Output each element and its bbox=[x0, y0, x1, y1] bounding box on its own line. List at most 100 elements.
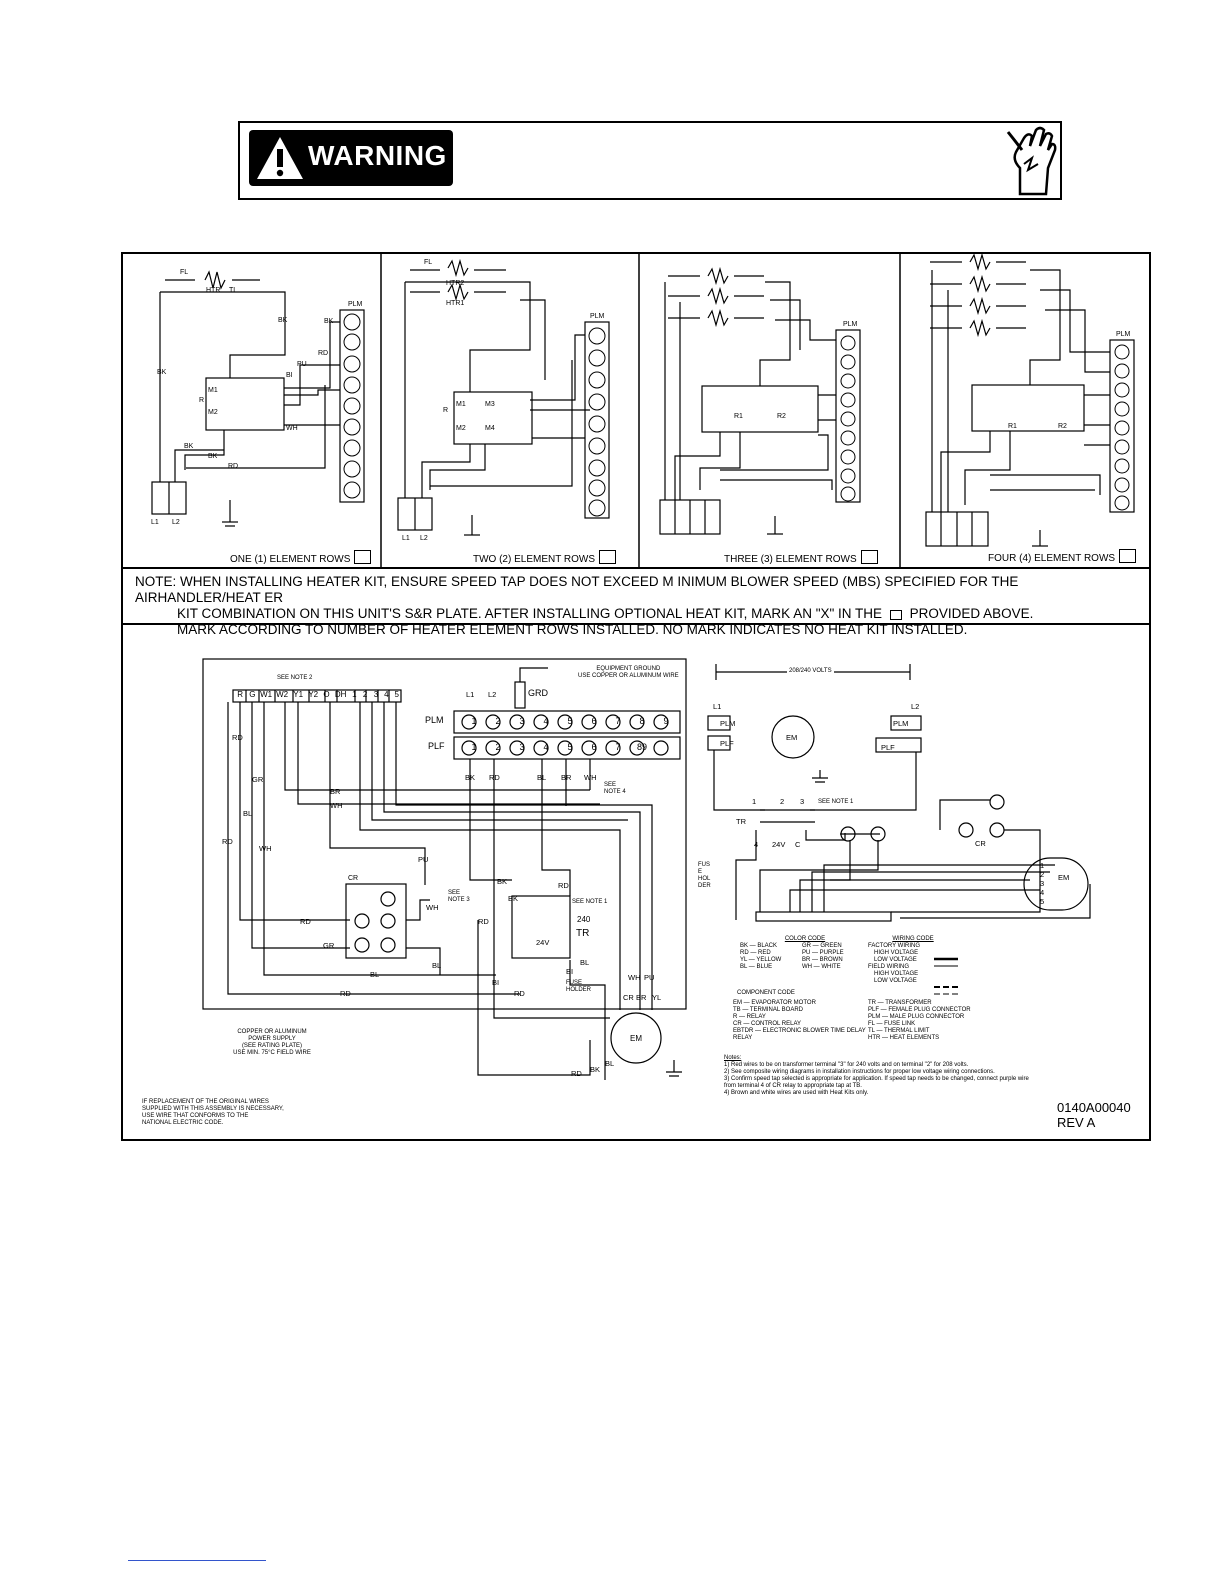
svg-text:4: 4 bbox=[1040, 888, 1044, 897]
plf-num-7: 7 bbox=[615, 742, 621, 752]
svg-text:BL: BL bbox=[432, 961, 441, 970]
equipment-ground-title: EQUIPMENT GROUND bbox=[596, 666, 661, 672]
svg-text:FL: FL bbox=[424, 259, 432, 266]
wiring-code-legend: WIRING CODE FACTORY WIRING HIGH VOLTAGE … bbox=[868, 936, 958, 985]
heater-row-three-checkbox[interactable] bbox=[860, 550, 878, 564]
installation-note: NOTE: WHEN INSTALLING HEATER KIT, ENSURE… bbox=[135, 574, 1145, 638]
wiring-code-item: FIELD WIRING bbox=[868, 964, 910, 970]
svg-text:WH: WH bbox=[628, 973, 641, 982]
component-code-item: TB — TERMINAL BOARD bbox=[733, 1007, 804, 1013]
terminal-1: 1 bbox=[352, 690, 357, 699]
svg-text:L1: L1 bbox=[713, 702, 721, 711]
plm-num-9: 9 bbox=[663, 716, 669, 726]
svg-text:RD: RD bbox=[514, 989, 525, 998]
component-code-col-1: EM — EVAPORATOR MOTOR TB — TERMINAL BOAR… bbox=[733, 1000, 868, 1042]
svg-text:R1: R1 bbox=[734, 413, 743, 420]
plm-circles-lower bbox=[354, 714, 669, 953]
svg-text:BL: BL bbox=[537, 773, 546, 782]
wiring-code-item: HIGH VOLTAGE bbox=[874, 950, 919, 956]
terminal-5: 5 bbox=[394, 690, 399, 699]
component-code-item: EBTDR — ELECTRONIC BLOWER TIME DELAY REL… bbox=[733, 1028, 866, 1041]
svg-text:BK: BK bbox=[208, 453, 218, 460]
plm-label: PLM bbox=[425, 715, 444, 725]
notes-item-2: 2) See composite wiring diagrams in inst… bbox=[724, 1069, 995, 1075]
color-code-item: BR — BROWN bbox=[802, 957, 843, 963]
svg-text:RD: RD bbox=[228, 463, 238, 470]
fuse-holder-schematic-label: FUSE HOLDER bbox=[698, 862, 711, 889]
heater-panel-one bbox=[151, 270, 365, 527]
svg-text:L2: L2 bbox=[172, 519, 180, 526]
svg-text:M3: M3 bbox=[485, 401, 495, 408]
svg-text:HTR: HTR bbox=[206, 287, 220, 294]
warning-label: WARNING bbox=[308, 140, 447, 171]
notes-section: Notes: 1) Red wires to be on transformer… bbox=[724, 1055, 1034, 1097]
svg-text:L2: L2 bbox=[911, 702, 919, 711]
svg-text:M2: M2 bbox=[208, 409, 218, 416]
component-code-item: PLF — FEMALE PLUG CONNECTOR bbox=[868, 1007, 971, 1013]
svg-text:WH: WH bbox=[584, 773, 597, 782]
heater-row-four-checkbox[interactable] bbox=[1119, 549, 1137, 563]
wiring-code-item: FACTORY WIRING bbox=[868, 943, 921, 949]
plf-num-4: 4 bbox=[543, 742, 549, 752]
component-code-legend: COMPONENT CODE EM — EVAPORATOR MOTOR TB … bbox=[733, 990, 1033, 1042]
equipment-ground-label: EQUIPMENT GROUND USE COPPER OR ALUMINUM … bbox=[578, 666, 679, 680]
see-note-1-schematic: SEE NOTE 1 bbox=[818, 799, 854, 805]
svg-text:BL: BL bbox=[243, 809, 252, 818]
svg-text:PLF: PLF bbox=[881, 743, 895, 752]
svg-text:4: 4 bbox=[754, 840, 758, 849]
power-supply-note: COPPER OR ALUMINUM POWER SUPPLY (SEE RAT… bbox=[212, 1029, 332, 1057]
svg-text:BI: BI bbox=[492, 978, 499, 987]
plm-num-7: 7 bbox=[615, 716, 621, 726]
svg-text:WH: WH bbox=[259, 844, 272, 853]
drawing-id: 0140A00040 bbox=[1057, 1100, 1131, 1115]
component-code-item: R — RELAY bbox=[733, 1014, 766, 1020]
component-code-item: HTR — HEAT ELEMENTS bbox=[868, 1035, 940, 1041]
plf-num-5: 5 bbox=[567, 742, 573, 752]
see-note-3: SEE NOTE 3 bbox=[448, 890, 470, 903]
svg-text:PLM: PLM bbox=[1116, 331, 1131, 338]
component-code-item: EM — EVAPORATOR MOTOR bbox=[733, 1000, 816, 1006]
color-code-col-2: GR — GREEN PU — PURPLE BR — BROWN WH — W… bbox=[802, 943, 864, 971]
svg-text:WH: WH bbox=[330, 801, 343, 810]
replacement-line-2: SUPPLIED WITH THIS ASSEMBLY IS NECESSARY… bbox=[142, 1106, 284, 1112]
see-note-1: SEE NOTE 1 bbox=[572, 899, 608, 905]
terminal-r: R bbox=[237, 690, 244, 699]
svg-text:RD: RD bbox=[489, 773, 500, 782]
svg-text:BK: BK bbox=[497, 877, 507, 886]
svg-text:GR: GR bbox=[252, 775, 264, 784]
em-label: EM bbox=[630, 1034, 642, 1043]
plf-label: PLF bbox=[428, 741, 445, 751]
heater-row-four-label: FOUR (4) ELEMENT ROWS bbox=[988, 553, 1116, 564]
svg-text:BL: BL bbox=[605, 1059, 614, 1068]
notes-item-3: 3) Confirm speed tap selected is appropr… bbox=[724, 1076, 1029, 1089]
heater-panel-three bbox=[659, 266, 861, 535]
svg-text:BL: BL bbox=[580, 958, 589, 967]
svg-text:PLF: PLF bbox=[720, 739, 734, 748]
v24-label: 24V bbox=[536, 938, 550, 947]
component-code-col-2: TR — TRANSFORMER PLF — FEMALE PLUG CONNE… bbox=[868, 1000, 1018, 1042]
terminal-2: 2 bbox=[362, 690, 368, 699]
electric-shock-hand-icon bbox=[1006, 126, 1057, 196]
heater-row-one: ONE (1) ELEMENT ROWS bbox=[230, 550, 372, 565]
heater-panel-four bbox=[925, 252, 1135, 547]
svg-text:3: 3 bbox=[800, 797, 804, 806]
replacement-line-4: NATIONAL ELECTRIC CODE. bbox=[142, 1120, 224, 1126]
wiring-code-item: LOW VOLTAGE bbox=[874, 957, 917, 963]
terminal-g: G bbox=[249, 690, 256, 699]
warning-triangle-icon bbox=[257, 137, 303, 179]
svg-text:RD: RD bbox=[300, 917, 311, 926]
color-code-legend: COLOR CODE BK — BLACK RD — RED YL — YELL… bbox=[740, 936, 870, 971]
svg-text:TR: TR bbox=[736, 817, 747, 826]
warning-banner bbox=[238, 121, 1062, 200]
replacement-note: IF REPLACEMENT OF THE ORIGINAL WIRES SUP… bbox=[142, 1099, 332, 1127]
color-code-item: PU — PURPLE bbox=[802, 950, 844, 956]
svg-text:EM: EM bbox=[786, 733, 797, 742]
svg-text:RD: RD bbox=[222, 837, 233, 846]
heater-row-four: FOUR (4) ELEMENT ROWS bbox=[988, 549, 1137, 564]
svg-text:24V: 24V bbox=[772, 840, 785, 849]
power-supply-line-3: (SEE RATING PLATE) bbox=[241, 1043, 303, 1049]
svg-text:L1: L1 bbox=[466, 690, 474, 699]
note-line-2: KIT COMBINATION ON THIS UNIT'S S&R PLATE… bbox=[135, 606, 1145, 622]
heater-row-one-checkbox[interactable] bbox=[354, 550, 372, 564]
heater-row-two-checkbox[interactable] bbox=[599, 550, 617, 564]
